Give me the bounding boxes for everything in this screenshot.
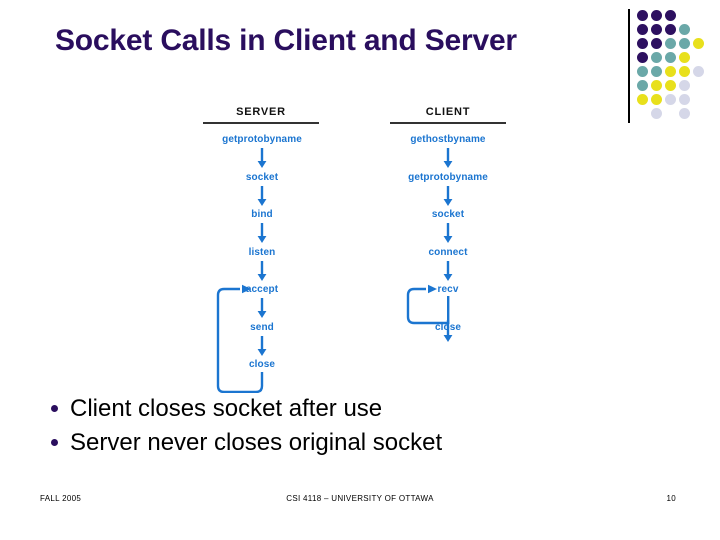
bullet-icon bbox=[38, 439, 70, 450]
column-header-rule bbox=[390, 122, 506, 124]
flow-arrow-down bbox=[257, 260, 267, 281]
decoration-dot-purple bbox=[637, 52, 648, 63]
flow-arrow-down bbox=[443, 185, 453, 206]
flow-loop-server-close-to-accept bbox=[216, 284, 264, 393]
page-title: Socket Calls in Client and Server bbox=[55, 24, 517, 57]
decoration-dot-yellow bbox=[679, 66, 690, 77]
bullet-text: Server never closes original socket bbox=[70, 429, 443, 456]
decoration-dot-lavender bbox=[665, 94, 676, 105]
decoration-dot-yellow bbox=[637, 94, 648, 105]
column-header-rule bbox=[203, 122, 319, 124]
decoration-dot-yellow bbox=[665, 80, 676, 91]
flow-step-bind: bind bbox=[251, 209, 273, 220]
flow-step-getprotobyname: getprotobyname bbox=[222, 134, 302, 145]
decoration-dot-teal bbox=[665, 38, 676, 49]
decoration-dot-lavender bbox=[679, 94, 690, 105]
bullet-text: Client closes socket after use bbox=[70, 395, 383, 422]
dot-grid-decoration bbox=[637, 10, 717, 130]
list-item: Client closes socket after use bbox=[38, 396, 638, 430]
flow-step-connect: connect bbox=[428, 246, 468, 258]
decoration-dot-teal bbox=[651, 66, 662, 77]
decoration-dot-teal bbox=[679, 38, 690, 49]
flow-step-socket: socket bbox=[431, 209, 465, 220]
flow-arrow-down bbox=[443, 223, 453, 243]
flow-arrow-down bbox=[257, 298, 267, 318]
decoration-dot-lavender bbox=[693, 66, 704, 77]
flow-arrow-down bbox=[257, 185, 267, 206]
flow-step-accept: accept bbox=[245, 284, 279, 295]
flow-arrow-down bbox=[257, 335, 267, 356]
decoration-dot-purple bbox=[665, 24, 676, 35]
column-header-client: CLIENT bbox=[425, 106, 471, 118]
flow-step-close: close bbox=[248, 359, 276, 370]
decoration-dot-yellow bbox=[651, 94, 662, 105]
decoration-dot-yellow bbox=[665, 66, 676, 77]
flow-connector-recv-stem bbox=[446, 296, 450, 324]
decoration-dot-teal bbox=[665, 52, 676, 63]
header-divider-line bbox=[628, 9, 630, 123]
flow-step-send: send bbox=[250, 321, 274, 333]
column-header-server: SERVER bbox=[236, 106, 286, 118]
flow-arrow-down bbox=[257, 223, 267, 243]
socket-calls-flow-diagram: SERVER getprotobyname socket bind listen acce… bbox=[0, 100, 720, 400]
decoration-dot-purple bbox=[651, 38, 662, 49]
decoration-dot-purple bbox=[665, 10, 676, 21]
decoration-dot-lavender bbox=[679, 108, 690, 119]
decoration-dot-lavender bbox=[679, 80, 690, 91]
flow-step-socket: socket bbox=[245, 171, 279, 183]
flow-step-gethostbyname: gethostbyname bbox=[410, 134, 486, 145]
flow-arrow-down bbox=[443, 260, 453, 281]
flow-arrow-down bbox=[443, 148, 453, 168]
flow-step-getprotobyname: getprotobyname bbox=[408, 171, 488, 183]
decoration-dot-purple bbox=[651, 24, 662, 35]
decoration-dot-teal bbox=[637, 80, 648, 91]
decoration-dot-lavender bbox=[651, 108, 662, 119]
list-item: Server never closes original socket bbox=[38, 430, 638, 464]
decoration-dot-teal bbox=[651, 52, 662, 63]
decoration-dot-yellow bbox=[693, 38, 704, 49]
slide-footer: FALL 2005 CSI 4118 – UNIVERSITY OF OTTAW… bbox=[0, 494, 720, 508]
flow-loop-client-recv bbox=[406, 284, 448, 325]
flow-step-listen: listen bbox=[248, 246, 276, 258]
decoration-dot-purple bbox=[637, 24, 648, 35]
decoration-dot-yellow bbox=[651, 80, 662, 91]
decoration-dot-purple bbox=[651, 10, 662, 21]
footer-term: FALL 2005 bbox=[40, 494, 82, 503]
footer-course: CSI 4118 – UNIVERSITY OF OTTAWA bbox=[286, 494, 434, 503]
decoration-dot-purple bbox=[637, 10, 648, 21]
decoration-dot-purple bbox=[637, 38, 648, 49]
decoration-dot-teal bbox=[637, 66, 648, 77]
bullet-list: Client closes socket after use Server ne… bbox=[38, 396, 638, 464]
flow-step-recv: recv bbox=[437, 284, 459, 295]
decoration-dot-yellow bbox=[679, 52, 690, 63]
flow-arrow-down bbox=[257, 148, 267, 168]
page-number: 10 bbox=[666, 494, 676, 503]
decoration-dot-teal bbox=[679, 24, 690, 35]
bullet-icon bbox=[38, 405, 70, 416]
